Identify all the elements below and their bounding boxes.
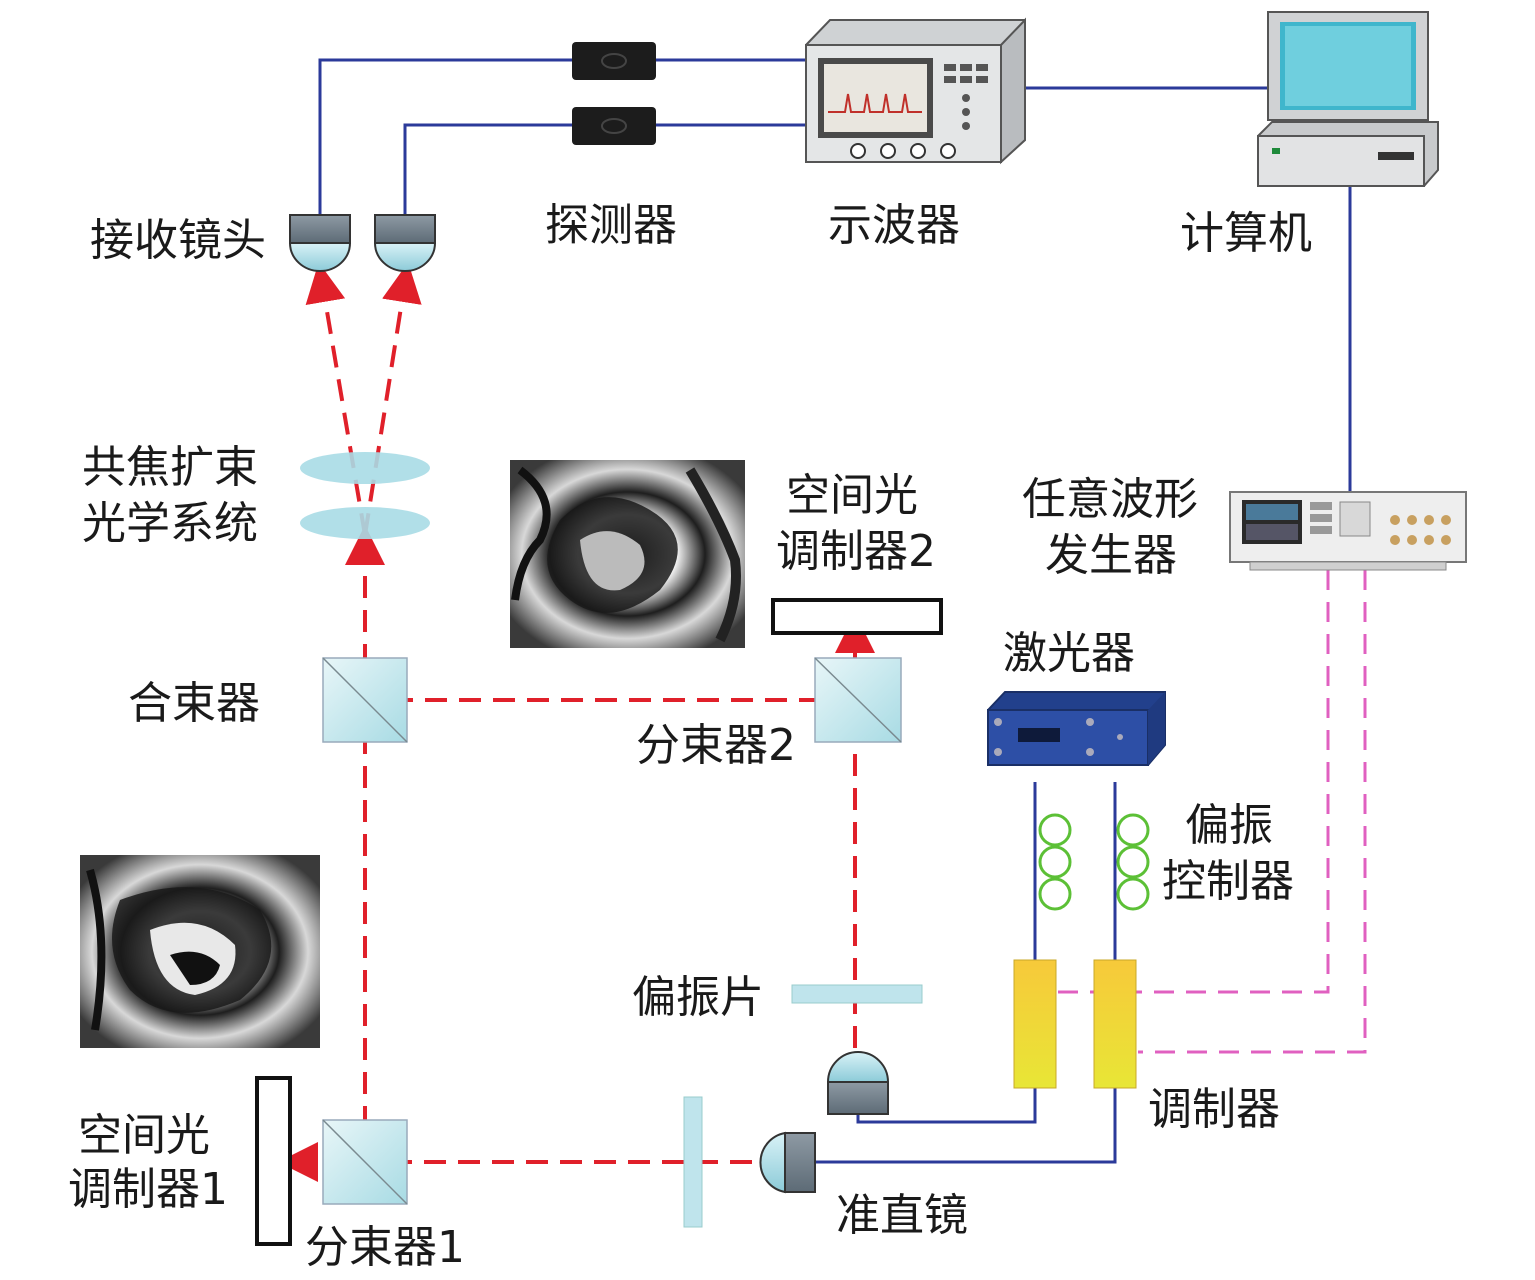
spatial-light-modulator-1: [255, 1076, 292, 1246]
label-awg-line2: 发生器: [1045, 530, 1177, 581]
oscilloscope: [805, 17, 1026, 165]
label-splitter2: 分束器2: [636, 720, 796, 771]
label-confocal-line1: 共焦扩束: [82, 442, 258, 493]
beam-combiner: [322, 657, 408, 743]
control-signal-lines: [1058, 570, 1367, 1054]
label-slm2-line1: 空间光: [786, 470, 918, 521]
label-slm1-line1: 空间光: [78, 1110, 210, 1161]
arbitrary-waveform-generator: [1229, 491, 1467, 571]
spatial-light-modulator-2: [771, 598, 943, 635]
electrical-wires: [318, 58, 1352, 1164]
detector-bottom: [572, 107, 656, 145]
phase-pattern-bottom: [80, 855, 320, 1048]
computer: [1257, 11, 1439, 187]
receiver-lens-right: [373, 214, 437, 272]
polarization-controller-left: [1038, 813, 1072, 911]
detector-top: [572, 42, 656, 80]
label-detector: 探测器: [545, 200, 677, 251]
label-laser: 激光器: [1003, 628, 1135, 679]
label-collimator: 准直镜: [836, 1190, 968, 1241]
collimator: [759, 1131, 816, 1194]
wave-plate: [683, 1096, 703, 1228]
label-polctrl-line2: 控制器: [1162, 856, 1294, 907]
confocal-beam-expander: [300, 452, 430, 539]
phase-pattern-top: [510, 460, 745, 648]
label-receiver-lens: 接收镜头: [90, 215, 266, 266]
label-combiner: 合束器: [128, 678, 260, 729]
fiber-collimator-vertical: [826, 1051, 890, 1115]
modulator-right: [1093, 959, 1137, 1089]
labels: 接收镜头 探测器 示波器 计算机 共焦扩束 光学系统 空间光 调制器2 任意波形…: [68, 200, 1312, 1273]
label-polarizer: 偏振片: [632, 972, 764, 1023]
polarization-controller-right: [1116, 813, 1150, 911]
label-polctrl-line1: 偏振: [1185, 800, 1273, 851]
label-oscilloscope: 示波器: [828, 200, 960, 251]
beam-splitter-1: [322, 1119, 408, 1205]
label-modulator: 调制器: [1148, 1084, 1280, 1135]
laser: [987, 691, 1166, 766]
label-computer: 计算机: [1180, 208, 1312, 259]
polarizer: [791, 984, 923, 1004]
beam-splitter-2: [814, 657, 902, 743]
label-awg-line1: 任意波形: [1022, 474, 1198, 525]
modulator-left: [1013, 959, 1057, 1089]
label-splitter1: 分束器1: [305, 1222, 465, 1273]
label-slm2-line2: 调制器2: [776, 526, 936, 577]
label-slm1-line2: 调制器1: [68, 1164, 228, 1215]
label-confocal-line2: 光学系统: [82, 498, 258, 549]
receiver-lens-left: [288, 214, 352, 272]
